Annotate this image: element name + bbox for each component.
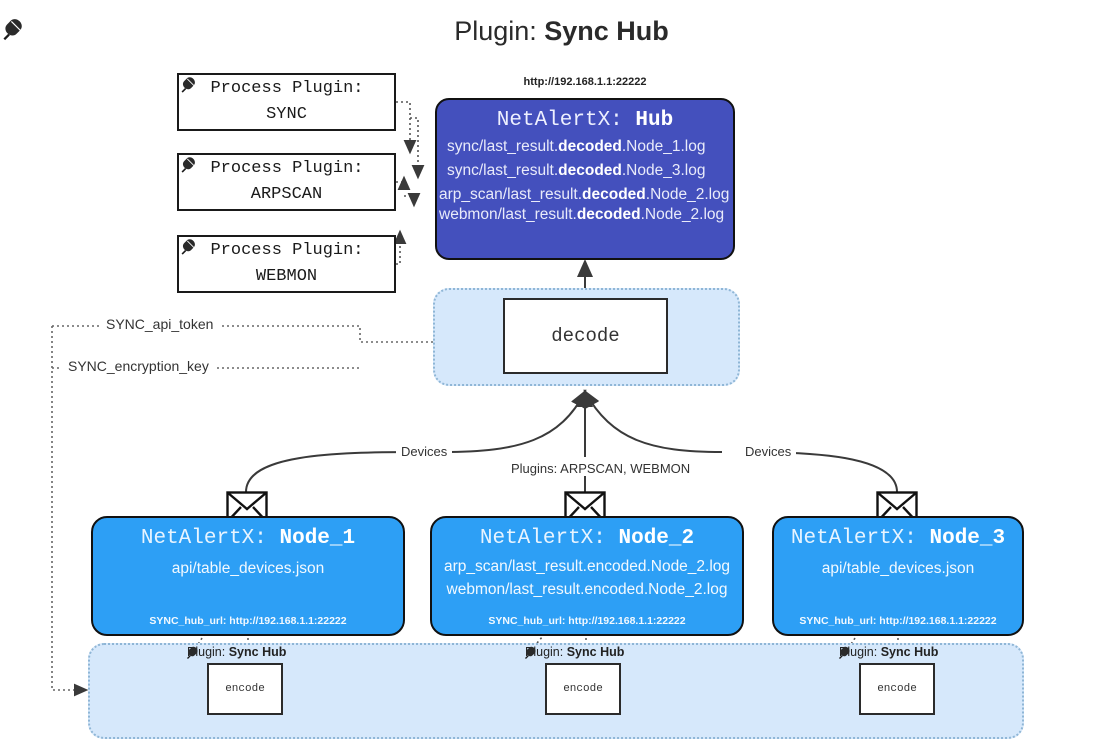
encode-box-node-1[interactable]: encode [207, 663, 283, 715]
process-plugin-title: Process Plugin: [210, 240, 364, 260]
node-line: api/table_devices.json [171, 560, 325, 577]
encode-plugin-label: Plugin: Sync Hub [523, 645, 624, 662]
hub-title-prefix: NetAlertX: [496, 109, 623, 132]
encode-plugin-prefix: Plugin: [525, 645, 564, 659]
node-title-prefix: NetAlertX: [479, 527, 606, 550]
hub-log-line: webmon/last_result.decoded.Node_2.log [437, 206, 733, 224]
node-footer: SYNC_hub_url: http://192.168.1.1:22222 [149, 615, 347, 627]
node-title-name: Node_3 [929, 527, 1006, 550]
hub-box[interactable]: NetAlertX: Hub sync/last_result.decoded.… [435, 98, 735, 260]
log-bold: decoded [558, 138, 622, 155]
decode-box[interactable]: decode [503, 298, 668, 374]
process-plugin-box-webmon[interactable]: Process Plugin: WEBMON [177, 235, 396, 293]
node-title-name: Node_1 [279, 527, 356, 550]
edge-label-devices-right: Devices [740, 444, 797, 459]
edge-label-plugins-center: Plugins: ARPSCAN, WEBMON [506, 461, 696, 476]
process-plugin-name: ARPSCAN [250, 184, 323, 204]
encode-plugin-name: Sync Hub [566, 645, 625, 659]
log-pre: sync/last_result. [447, 162, 559, 179]
token-label-api: SYNC_api_token [100, 316, 220, 332]
node-box-node-1[interactable]: NetAlertX: Node_1 api/table_devices.json… [91, 516, 405, 636]
node-footer: SYNC_hub_url: http://192.168.1.1:22222 [488, 615, 686, 627]
hub-title-name: Hub [635, 109, 674, 132]
encode-box-node-2[interactable]: encode [545, 663, 621, 715]
encode-plugin-label: Plugin: Sync Hub [837, 645, 938, 662]
title-prefix: Plugin: [454, 16, 537, 46]
encode-plugin-prefix: Plugin: [187, 645, 226, 659]
log-post: .Node_3.log [621, 162, 706, 179]
encode-plugin-label: Plugin: Sync Hub [185, 645, 286, 662]
process-plugin-name: WEBMON [255, 266, 318, 286]
node-line: api/table_devices.json [821, 560, 975, 577]
node-box-node-2[interactable]: NetAlertX: Node_2 arp_scan/last_result.e… [430, 516, 744, 636]
encode-plugin-name: Sync Hub [880, 645, 939, 659]
log-pre: webmon/last_result. [439, 206, 577, 223]
encode-label: encode [877, 683, 917, 695]
hub-log-line: sync/last_result.decoded.Node_3.log [437, 162, 733, 180]
hub-title: NetAlertX: Hub [437, 109, 733, 132]
node-title: NetAlertX: Node_1 [93, 527, 403, 550]
hub-log-line: arp_scan/last_result.decoded.Node_2.log [437, 186, 733, 204]
node-title-prefix: NetAlertX: [140, 527, 267, 550]
decode-label: decode [551, 325, 620, 347]
log-post: .Node_1.log [621, 138, 706, 155]
log-post: .Node_2.log [640, 206, 725, 223]
node-title-prefix: NetAlertX: [790, 527, 917, 550]
log-bold: decoded [576, 206, 641, 223]
encode-label: encode [225, 683, 265, 695]
encode-label: encode [563, 683, 603, 695]
node-line: webmon/last_result.encoded.Node_2.log [446, 581, 728, 598]
encode-plugin-prefix: Plugin: [839, 645, 878, 659]
process-plugin-title: Process Plugin: [210, 158, 364, 178]
encode-box-node-3[interactable]: encode [859, 663, 935, 715]
log-post: .Node_2.log [645, 186, 730, 203]
token-label-encryption: SYNC_encryption_key [62, 358, 215, 374]
hub-url-label: http://192.168.1.1:22222 [523, 76, 647, 88]
title-name: Sync Hub [544, 16, 669, 46]
log-pre: sync/last_result. [447, 138, 559, 155]
process-plugin-box-sync[interactable]: Process Plugin: SYNC [177, 73, 396, 131]
node-box-node-3[interactable]: NetAlertX: Node_3 api/table_devices.json… [772, 516, 1024, 636]
encode-plugin-name: Sync Hub [228, 645, 287, 659]
node-title: NetAlertX: Node_2 [432, 527, 742, 550]
edge-label-devices-left: Devices [396, 444, 453, 459]
node-footer: SYNC_hub_url: http://192.168.1.1:22222 [799, 615, 997, 627]
node-line: arp_scan/last_result.encoded.Node_2.log [443, 558, 731, 575]
log-bold: decoded [558, 162, 622, 179]
hub-log-line: sync/last_result.decoded.Node_1.log [437, 138, 733, 156]
process-plugin-title: Process Plugin: [210, 78, 364, 98]
process-plugin-box-arpscan[interactable]: Process Plugin: ARPSCAN [177, 153, 396, 211]
log-pre: arp_scan/last_result. [439, 186, 583, 203]
node-title-name: Node_2 [618, 527, 695, 550]
page-title: Plugin: Sync Hub [0, 16, 1117, 47]
process-plugin-name: SYNC [266, 104, 307, 124]
log-bold: decoded [582, 186, 646, 203]
node-title: NetAlertX: Node_3 [774, 527, 1022, 550]
